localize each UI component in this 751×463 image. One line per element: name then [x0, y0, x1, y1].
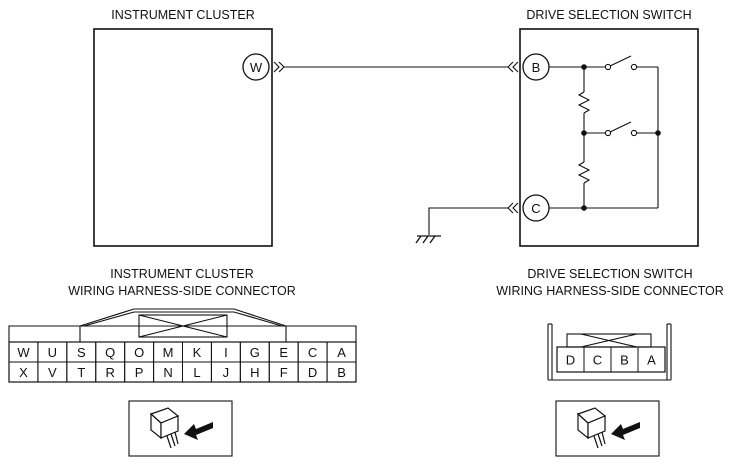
connector-pin-label: L	[193, 365, 200, 380]
connector-pin-label: O	[134, 345, 144, 360]
connector-pin-label: A	[647, 353, 656, 368]
connector-pin-label: T	[77, 365, 85, 380]
terminal-c-label: C	[531, 201, 540, 216]
connector-pin-label: I	[224, 345, 228, 360]
terminal-w-label: W	[250, 60, 263, 75]
instrument-cluster-box	[93, 28, 273, 247]
connector-pin-label: K	[193, 345, 202, 360]
connector-pin-label: A	[337, 345, 346, 360]
switch-internal-circuit	[549, 55, 659, 209]
connector-pin-label: J	[223, 365, 230, 380]
connector-pin-label: P	[135, 365, 144, 380]
connector-pin-label: H	[250, 365, 259, 380]
connector-pin-label: C	[308, 345, 317, 360]
connector-pin-label: D	[308, 365, 317, 380]
ic-connector-title-line1: INSTRUMENT CLUSTER	[110, 267, 254, 281]
connector-pin-label: U	[48, 345, 57, 360]
wire-c-to-ground	[428, 207, 508, 235]
connector-pin-label: B	[620, 353, 629, 368]
connector-pin-label: C	[593, 353, 602, 368]
connector-probe-icon	[555, 400, 660, 457]
ground-symbol-icon	[415, 235, 441, 244]
connector-pin-label: N	[163, 365, 172, 380]
ic-connector-title-line2: WIRING HARNESS-SIDE CONNECTOR	[68, 284, 296, 298]
dss-connector-title-line1: DRIVE SELECTION SWITCH	[527, 267, 692, 281]
connector-pin-label: E	[279, 345, 288, 360]
connector-mark-icon	[507, 202, 519, 214]
connector-cavity	[326, 361, 357, 383]
connector-mark-icon	[507, 61, 519, 73]
connector-probe-icon	[128, 400, 233, 457]
connector-mark-icon	[273, 61, 285, 73]
connector-pin-label: W	[17, 345, 30, 360]
dss-connector-title-line2: WIRING HARNESS-SIDE CONNECTOR	[496, 284, 724, 298]
junction-dots	[581, 64, 661, 211]
connector-pin-label: F	[280, 365, 288, 380]
connector-pin-label: Q	[105, 345, 115, 360]
connector-pin-label: V	[48, 365, 57, 380]
connector-pin-label: X	[19, 365, 28, 380]
drive-selection-switch-box	[519, 28, 699, 247]
instrument-cluster-title: INSTRUMENT CLUSTER	[111, 8, 255, 22]
connector-cavity	[637, 346, 666, 373]
connector-pin-label: S	[77, 345, 86, 360]
instrument-cluster-connector: W U S Q O M K I G E C A X V T R P N L J H F D B	[8, 308, 357, 383]
connector-pin-label: B	[337, 365, 346, 380]
connector-pin-label: R	[106, 365, 115, 380]
terminal-w-circle	[242, 53, 270, 81]
drive-selection-switch-title: DRIVE SELECTION SWITCH	[526, 8, 691, 22]
connector-pin-label: D	[566, 353, 575, 368]
ic-connector-cells: W U S Q O M K I G E C A X V T R P N L J H F D B	[8, 341, 357, 383]
connector-pin-label: M	[163, 345, 174, 360]
terminal-b-label: B	[532, 60, 541, 75]
connector-pin-label: G	[250, 345, 260, 360]
